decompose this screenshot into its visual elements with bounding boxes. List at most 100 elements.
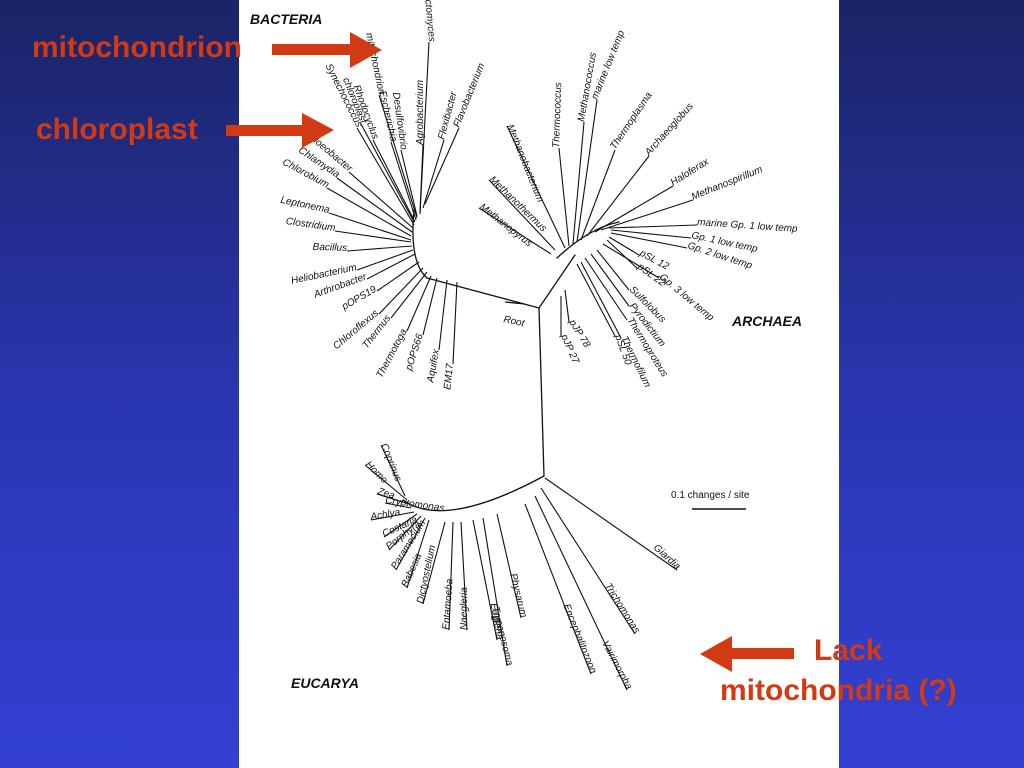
eucarya-leaf-branch [376, 493, 410, 505]
archaea-leaf-branch [586, 155, 650, 237]
bacteria-taxon-label: EM17 [442, 363, 456, 391]
bacteria-leaf-branch [356, 127, 415, 226]
archaea-leaf-branch [572, 121, 585, 245]
eucarya-leaf-branch [544, 477, 678, 571]
root-marker-line [504, 301, 526, 305]
domain-bacteria-label: BACTERIA [250, 11, 322, 27]
eucarya-taxon-label: Giardia [651, 542, 683, 572]
bacteria-taxon-label: pOPS66 [403, 332, 426, 373]
eucarya-taxon-label: Physarum [507, 572, 529, 618]
bacteria-taxon-label: Aquifex [425, 348, 442, 385]
eucarya-leaf-branch [422, 521, 446, 605]
branch-bacteria-arc [412, 209, 428, 279]
bacteria-leaf-branch [328, 212, 412, 241]
eucarya-leaf-branch [472, 519, 498, 641]
bacteria-taxon-label: Leptonema [279, 195, 331, 216]
bacteria-leaf-branch [424, 127, 460, 205]
eucarya-taxon-label: Encephalitozoon [561, 602, 599, 675]
mitochondrion-callout-label: mitochondrion [32, 31, 242, 64]
bacteria-leaf-branch [378, 267, 424, 315]
archaea-taxon-label: Thermococcus [551, 82, 564, 148]
archaea-leaf-branch [608, 224, 698, 229]
eucarya-taxon-label: Naegleria [459, 587, 470, 630]
eucarya-taxon-label: Vairimorpha [599, 639, 634, 692]
eucarya-taxon-label: Trichomonas [602, 581, 642, 635]
bacteria-leaf-branch [419, 144, 424, 213]
archaea-leaf-branch [558, 147, 570, 247]
phylogenetic-tree: BACTERIA ARCHAEA EUCARYA Root 0.1 change… [250, 0, 802, 692]
chloroplast-arrow-icon [226, 113, 334, 148]
archaea-leaf-branch [478, 207, 552, 255]
lack-mitochondria-label-line2: mitochondria (?) [720, 674, 957, 707]
archaea-leaf-branch [580, 261, 622, 339]
phylogenetic-tree-panel: BACTERIA ARCHAEA EUCARYA Root 0.1 change… [239, 0, 839, 768]
eucarya-leaf-branch [524, 503, 592, 675]
archaea-leaf-branch [564, 289, 570, 323]
bacteria-taxon-label: Planctomyces [421, 0, 437, 42]
branch-root-archaea [538, 254, 576, 309]
scale-label: 0.1 changes / site [671, 490, 750, 501]
bacteria-leaf-branch [400, 149, 418, 217]
bacteria-leaf-branch [356, 249, 414, 271]
bacteria-leaf-branch [348, 171, 414, 229]
archaea-leaf-branch [576, 99, 598, 243]
eucarya-leaf-branch [395, 517, 426, 571]
archaea-leaf-branch [590, 253, 630, 307]
bacteria-leaf-branch [360, 123, 415, 223]
lack-mitochondria-label-line1: Lack [814, 634, 883, 667]
archaea-taxon-label: marine Gp. 1 low temp [697, 217, 799, 235]
eucarya-leaf-branch [534, 495, 628, 691]
archaea-leaf-branch [488, 179, 556, 251]
eucarya-leaf-branch [540, 487, 636, 635]
bacteria-leaf-branch [390, 141, 417, 221]
archaea-taxon-label: Archaeoglobus [642, 101, 695, 159]
archaea-taxon-label: Haloferax [669, 156, 712, 189]
bacteria-leaf-branch [334, 230, 412, 243]
archaea-leaf-branch [602, 243, 660, 279]
bacteria-leaf-branch [372, 139, 416, 223]
bacteria-taxon-label: Bacillus [312, 242, 347, 254]
bacteria-leaf-branch [376, 261, 420, 292]
chloroplast-callout-label: chloroplast [36, 113, 198, 146]
archaea-leaf-branch [506, 125, 566, 249]
archaea-leaf-branch [584, 257, 628, 321]
domain-archaea-label: ARCHAEA [731, 313, 802, 329]
archaea-leaf-branch [594, 185, 674, 233]
bacteria-leaf-branch [406, 275, 432, 332]
eucarya-leaf-branch [388, 515, 422, 551]
archaea-leaf-branch [580, 149, 616, 241]
eucarya-leaf-branch [496, 513, 522, 619]
eucarya-leaf-branch [384, 502, 412, 509]
eucarya-taxon-label: Entamoeba [441, 578, 456, 630]
bacteria-leaf-branch [390, 271, 428, 319]
archaea-leaf-branch [596, 249, 630, 291]
bacteria-leaf-branch [438, 279, 448, 351]
bacteria-leaf-branch [336, 177, 413, 233]
archaea-leaf-branch [606, 239, 638, 269]
bacteria-leaf-branch [422, 139, 445, 209]
archaea-leaf-branch [600, 199, 694, 231]
root-label: Root [502, 314, 526, 329]
bacteria-leaf-branch [422, 277, 438, 336]
lack-mitochondria-arrow-icon [700, 636, 794, 672]
eucarya-taxon-label: Achlya [369, 507, 402, 523]
domain-eucarya-label: EUCARYA [291, 675, 359, 691]
archaea-leaf-branch [608, 236, 640, 256]
eucarya-leaf-branch [383, 513, 418, 538]
branch-root-eucarya [538, 307, 545, 477]
eucarya-leaf-branch [380, 444, 406, 497]
archaea-leaf-branch [610, 232, 688, 249]
branch-eucarya-arc [402, 475, 545, 512]
mitochondrion-arrow-icon [272, 32, 382, 68]
eucarya-leaf-branch [364, 464, 408, 501]
bacteria-taxon-label: Agrobacterium [415, 80, 426, 146]
eucarya-leaf-branch [370, 511, 415, 521]
eucarya-leaf-branch [482, 517, 508, 667]
eucarya-leaf-branch [406, 519, 430, 589]
bacteria-leaf-branch [366, 253, 416, 280]
archaea-leaf-branch [610, 229, 692, 239]
bacteria-taxon-label: Clostridium [285, 216, 336, 234]
archaea-leaf-branch [576, 263, 616, 337]
archaea-taxon-label: Thermoplasma [608, 90, 655, 152]
eucarya-leaf-branch [460, 521, 468, 631]
